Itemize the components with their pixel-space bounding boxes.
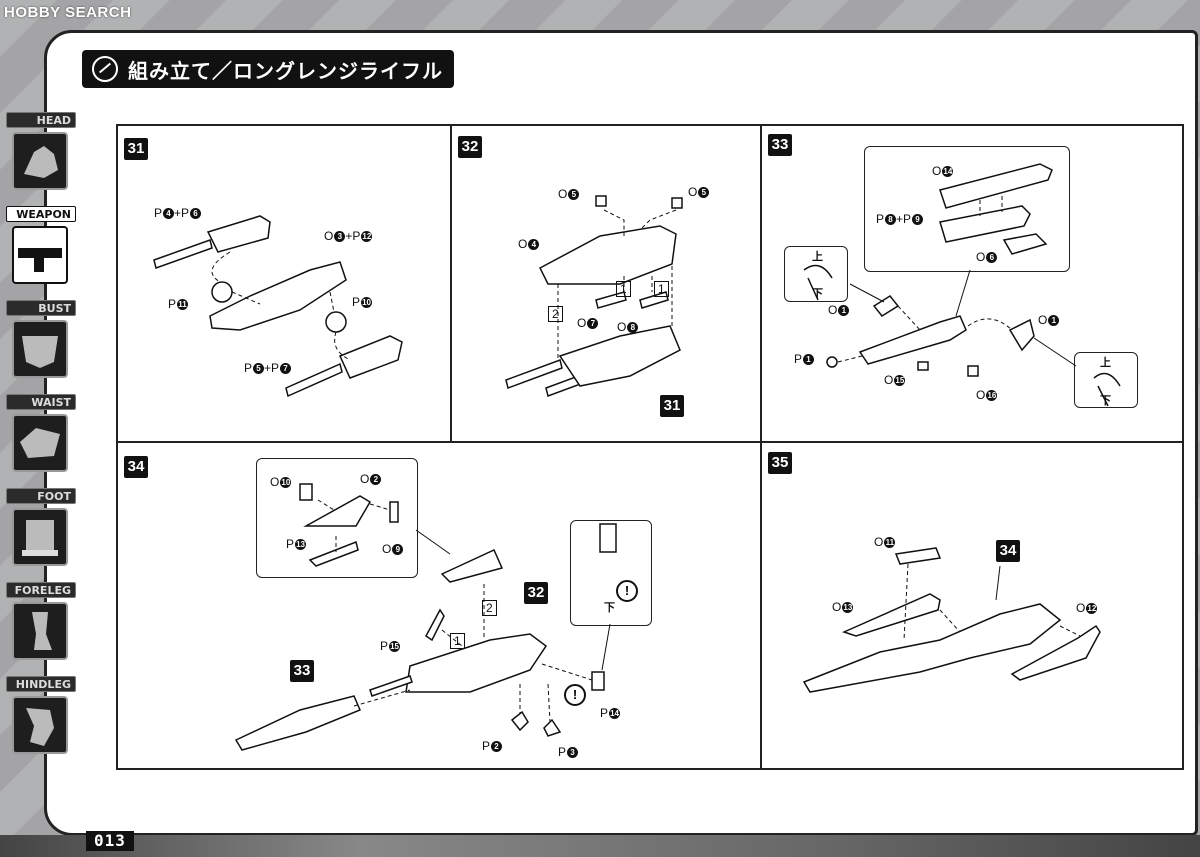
- sub-step-marker: 1: [616, 281, 631, 297]
- up-label: 上: [1100, 356, 1111, 369]
- step-34-drawing: [234, 483, 617, 751]
- step-reference-33: 33: [290, 660, 314, 682]
- warning-icon: !: [616, 580, 638, 602]
- orientation-callout: [784, 246, 848, 302]
- tab-label: FORELEG: [6, 582, 76, 598]
- tab-label: HEAD: [6, 112, 76, 128]
- step-number-33: 33: [768, 134, 792, 156]
- tab-label: WAIST: [6, 394, 76, 410]
- down-label: 下: [604, 601, 615, 614]
- sub-step-marker: 1: [450, 633, 465, 649]
- step-reference-32: 32: [524, 582, 548, 604]
- step-number-32: 32: [458, 136, 482, 158]
- sub-step-marker: 2: [482, 600, 497, 616]
- waist-icon: [12, 414, 68, 472]
- weapon-icon: [12, 226, 68, 284]
- tab-foreleg[interactable]: FORELEG: [2, 582, 78, 670]
- step-35-drawing: [802, 547, 1101, 693]
- step-31-drawing: [153, 215, 403, 398]
- page-number: 013: [86, 831, 134, 851]
- step-32-drawing: [505, 195, 683, 397]
- foreleg-icon: [12, 602, 68, 660]
- tab-waist[interactable]: WAIST: [2, 394, 78, 482]
- instruction-grid: [116, 124, 1184, 770]
- grid-divider: [116, 441, 1184, 443]
- tab-label: WEAPON: [6, 206, 76, 222]
- tab-head[interactable]: HEAD: [2, 112, 78, 200]
- tab-label: FOOT: [6, 488, 76, 504]
- head-icon: [12, 132, 68, 190]
- section-title-bar: 組み立て／ロングレンジライフル: [82, 50, 454, 88]
- grid-divider: [450, 124, 452, 442]
- step-number-35: 35: [768, 452, 792, 474]
- down-label: 下: [812, 287, 823, 300]
- footer-bar: [0, 835, 1200, 857]
- compass-icon: [92, 56, 118, 82]
- hindleg-icon: [12, 696, 68, 754]
- step-33-drawing: [803, 163, 1121, 407]
- tab-weapon[interactable]: WEAPON: [2, 206, 78, 294]
- step-number-34: 34: [124, 456, 148, 478]
- foot-icon: [12, 508, 68, 566]
- step-reference-34: 34: [996, 540, 1020, 562]
- sub-step-marker: 2: [548, 306, 563, 322]
- step-reference-31: 31: [660, 395, 684, 417]
- warning-icon: !: [564, 684, 586, 706]
- grid-divider: [760, 124, 762, 770]
- tab-hindleg[interactable]: HINDLEG: [2, 676, 78, 764]
- sub-step-marker: 1: [654, 281, 669, 297]
- tab-label: HINDLEG: [6, 676, 76, 692]
- step-number-31: 31: [124, 138, 148, 160]
- tab-label: BUST: [6, 300, 76, 316]
- page-title: 組み立て／ロングレンジライフル: [128, 58, 443, 83]
- watermark: HOBBY SEARCH: [4, 4, 132, 21]
- up-label: 上: [812, 250, 823, 263]
- tab-bust[interactable]: BUST: [2, 300, 78, 388]
- bust-icon: [12, 320, 68, 378]
- tab-foot[interactable]: FOOT: [2, 488, 78, 576]
